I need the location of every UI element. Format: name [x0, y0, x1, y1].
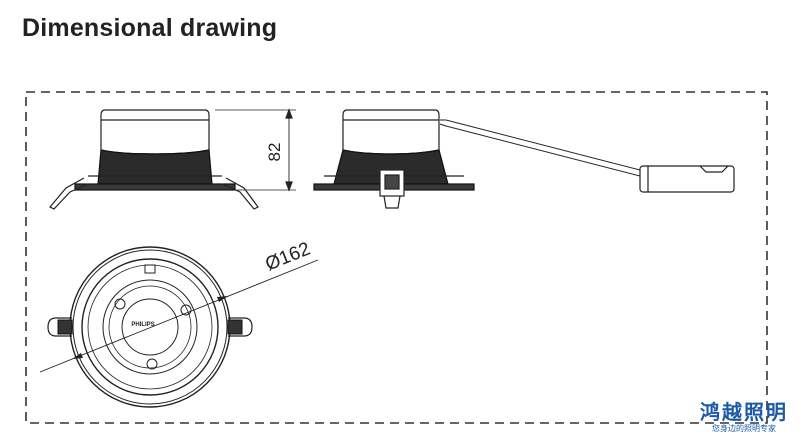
front-view [39, 246, 319, 408]
watermark-logo: 鸿越照明 您身边的照明专家 [694, 402, 794, 434]
watermark-brand: 鸿越照明 [700, 402, 788, 424]
front-view-logo: PHILIPS [131, 322, 154, 328]
side-view-right [313, 109, 735, 209]
driver-box [639, 165, 735, 193]
page-title: Dimensional drawing [22, 14, 278, 42]
side-view-left [49, 108, 296, 210]
height-dimension-label: 82 [265, 143, 284, 162]
watermark-tagline: 您身边的照明专家 [712, 424, 776, 433]
diameter-dimension-label: Ø162 [262, 238, 313, 275]
drawing-frame [25, 91, 768, 424]
